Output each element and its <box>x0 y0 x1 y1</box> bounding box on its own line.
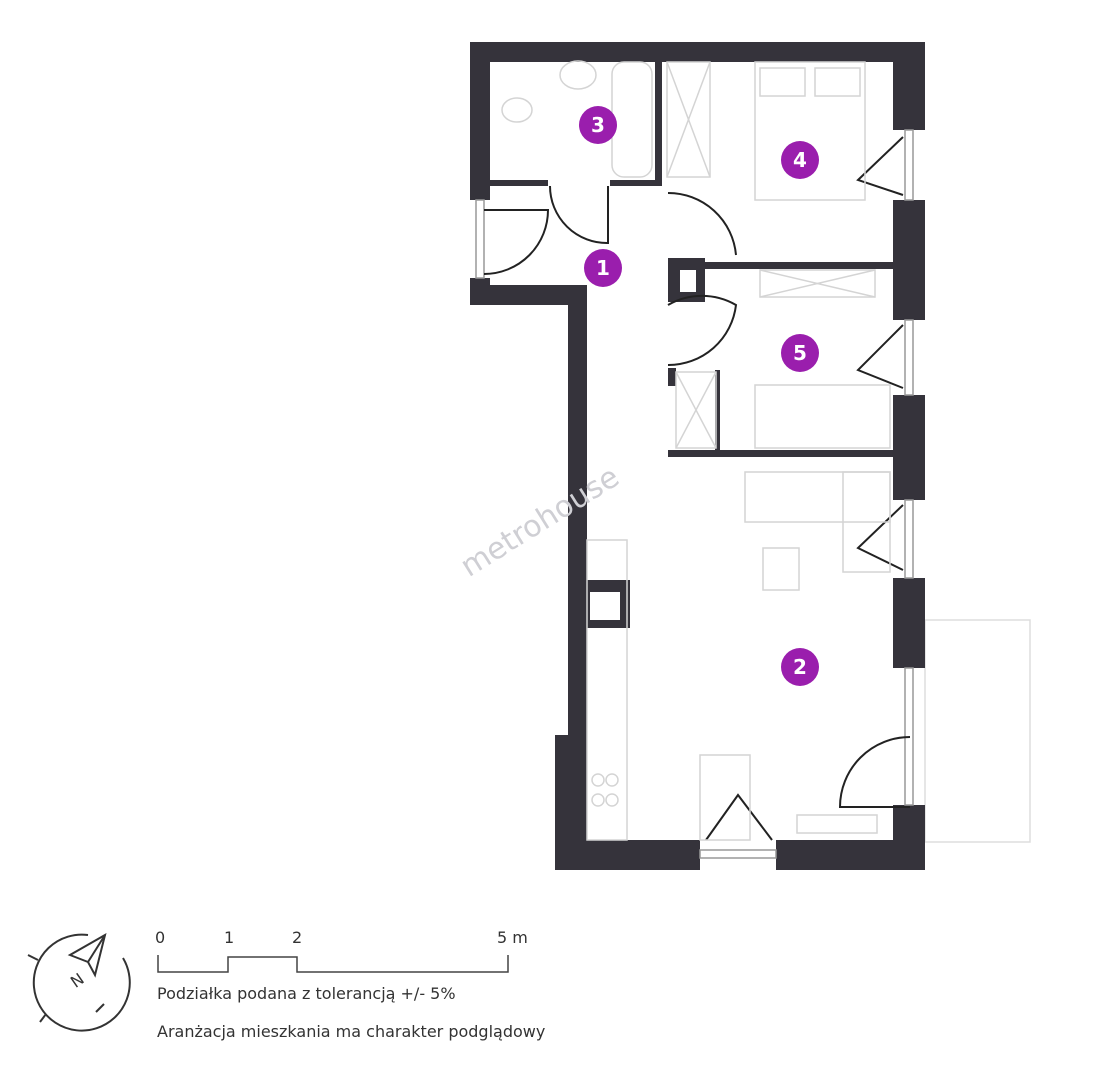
balcony <box>924 619 1031 843</box>
svg-text:3: 3 <box>591 113 605 137</box>
outer-walls <box>470 42 925 870</box>
arrangement-note: Aranżacja mieszkania ma charakter podglą… <box>157 1022 546 1041</box>
room-badge-4: 4 <box>781 141 819 179</box>
room-badge-5: 5 <box>781 334 819 372</box>
svg-text:5: 5 <box>793 341 807 365</box>
svg-text:4: 4 <box>793 148 807 172</box>
doors <box>483 136 911 841</box>
scale-tick-0: 0 <box>155 928 166 947</box>
svg-text:2: 2 <box>793 655 807 679</box>
scale-tick-1: 1 <box>224 928 235 947</box>
svg-text:N: N <box>67 969 88 991</box>
room-badge-2: 2 <box>781 648 819 686</box>
compass-icon: N <box>27 932 131 1032</box>
interior-walls <box>487 62 893 628</box>
scale-tick-5: 5 m <box>497 928 528 947</box>
tolerance-note: Podziałka podana z tolerancją +/- 5% <box>157 984 456 1003</box>
furniture <box>501 60 891 841</box>
svg-text:1: 1 <box>596 256 610 280</box>
room-badge-3: 3 <box>579 106 617 144</box>
watermark: metrohouse <box>454 459 625 584</box>
scale-bar <box>157 955 509 973</box>
room-badge-1: 1 <box>584 249 622 287</box>
scale-tick-2: 2 <box>292 928 303 947</box>
